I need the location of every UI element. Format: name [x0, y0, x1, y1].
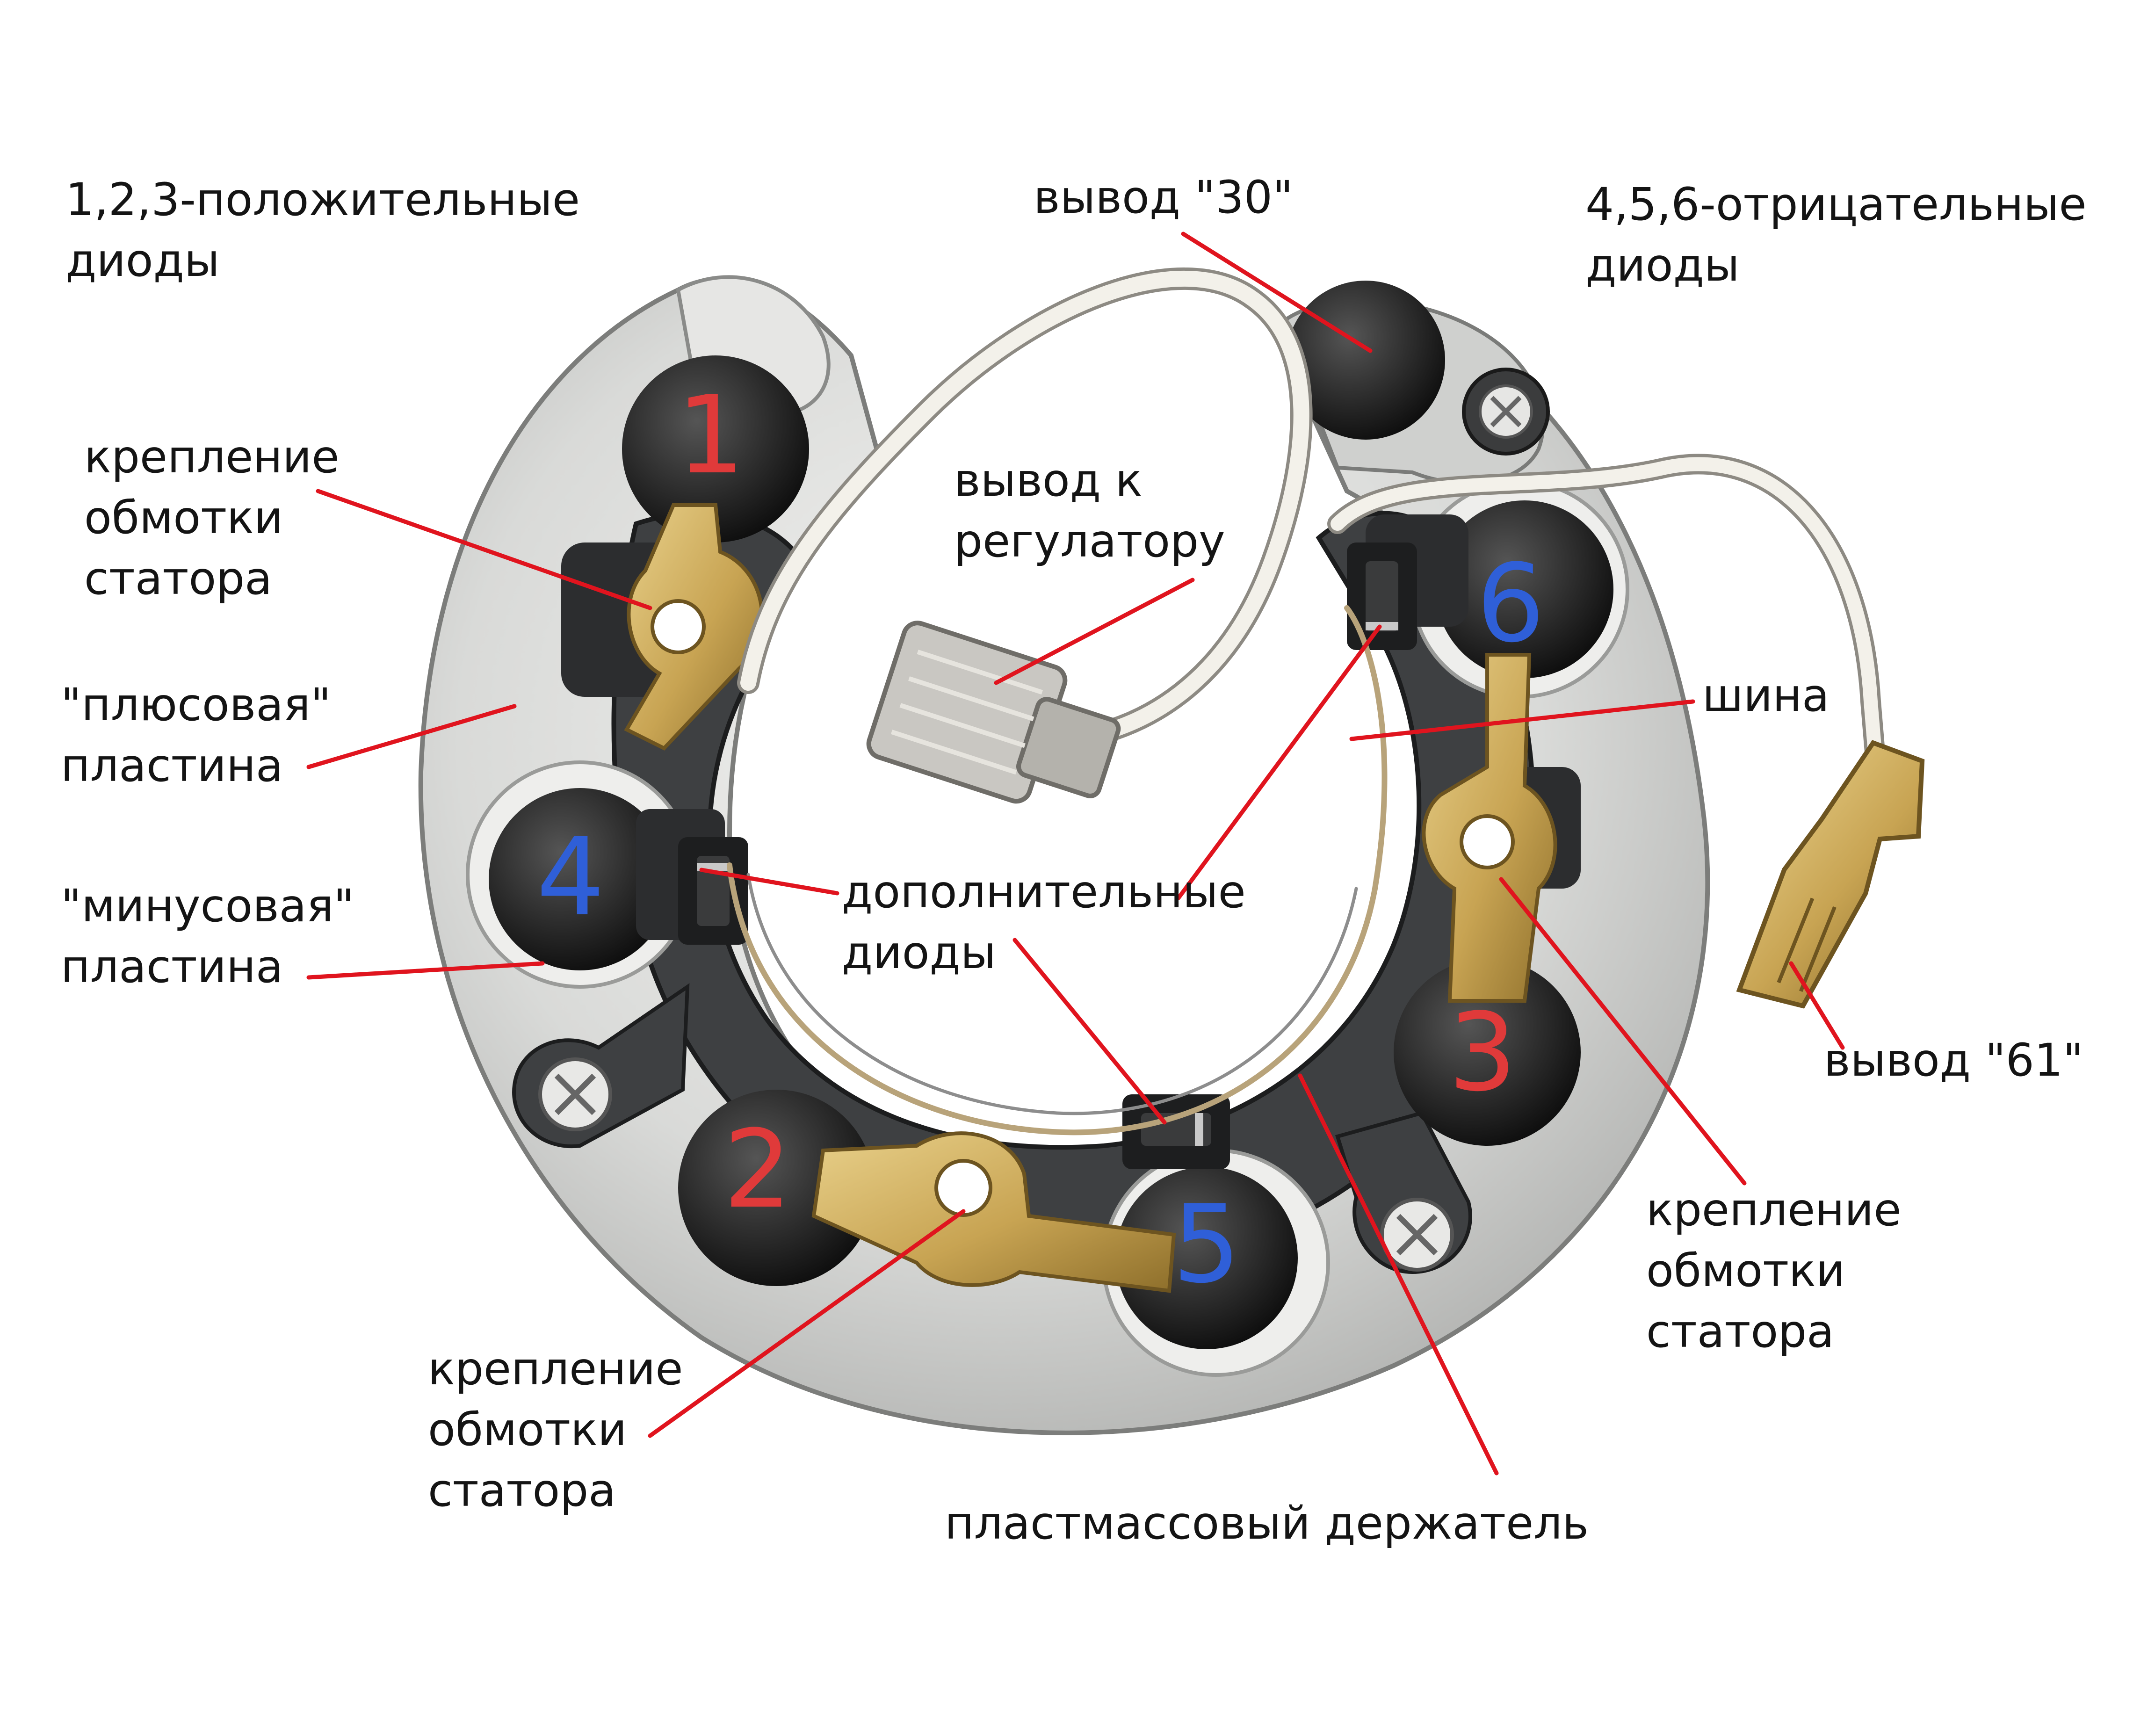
label-negative-diodes: 4,5,6-отрицательные диоды [1585, 178, 2101, 291]
terminal-61-wire-sheath [1331, 457, 1882, 765]
regulator-wire-sheath [740, 271, 1309, 738]
diode-number-2: 2 [723, 1107, 792, 1232]
extra-diode-left [678, 837, 748, 945]
diode-number-1: 1 [677, 373, 745, 498]
diode-1 [622, 355, 809, 542]
leader-plus-plate [306, 704, 517, 769]
labels: 1,2,3-положительные диоды вывод "30" 4,5… [61, 171, 2101, 1549]
diode-number-3: 3 [1448, 991, 1517, 1115]
regulator-connector [866, 621, 1121, 804]
label-extra-diodes: дополнительные диоды [842, 866, 1260, 979]
leader-regulator-lead [994, 578, 1195, 685]
label-stator-mount-bottom: крепление обмотки статора [428, 1343, 697, 1517]
diode-3 [1394, 959, 1581, 1146]
leader-bus [1349, 699, 1695, 741]
leader-extra-diode-bottom [1012, 938, 1167, 1125]
diode-6 [1436, 500, 1613, 678]
label-minus-plate: "минусовая" пластина [61, 880, 369, 993]
label-stator-mount-left: крепление обмотки статора [84, 431, 354, 605]
label-terminal-61: вывод "61" [1824, 1034, 2083, 1086]
label-plastic-holder: пластмассовый держатель [945, 1497, 1589, 1549]
screw-left [538, 1057, 612, 1131]
diode-number-6: 6 [1476, 542, 1545, 666]
leader-lines [306, 231, 1845, 1476]
label-regulator-lead: вывод к регулатору [954, 454, 1225, 567]
leader-minus-plate [306, 961, 545, 980]
diode-number-5: 5 [1172, 1182, 1241, 1307]
screw-top-right [1462, 368, 1550, 456]
label-terminal-30: вывод "30" [1034, 171, 1293, 224]
leader-terminal-30 [1181, 231, 1373, 353]
diode-numbers: 1 2 3 4 5 6 [536, 373, 1545, 1307]
leader-stator-mount-left [316, 489, 652, 610]
leader-extra-diode-left [699, 868, 839, 896]
diode-4 [489, 788, 671, 970]
stator-mount-tab-right [1422, 653, 1557, 1003]
label-stator-mount-right: крепление обмотки статора [1646, 1184, 1916, 1358]
diode-2 [678, 1090, 875, 1286]
leader-extra-diode-top [1176, 624, 1382, 900]
rectifier-unit [418, 268, 1925, 1435]
leader-plastic-holder [1298, 1073, 1499, 1476]
leader-stator-mount-bottom [648, 1209, 966, 1438]
terminal-30-cap [1286, 281, 1445, 440]
leader-terminal-61 [1789, 961, 1845, 1050]
stator-mount-tab-left [624, 503, 764, 751]
label-positive-diodes: 1,2,3-положительные диоды [65, 174, 594, 287]
bus-wire-inner [746, 873, 1358, 1115]
screw-right [1380, 1198, 1454, 1272]
label-bus: шина [1702, 669, 1830, 722]
extra-diode-top [1347, 542, 1417, 650]
leader-stator-mount-right [1499, 877, 1747, 1186]
diode-number-4: 4 [536, 815, 605, 940]
label-plus-plate: "плюсовая" пластина [61, 679, 345, 792]
diode-5 [1115, 1167, 1298, 1349]
terminal-61-connector [1736, 740, 1925, 1009]
